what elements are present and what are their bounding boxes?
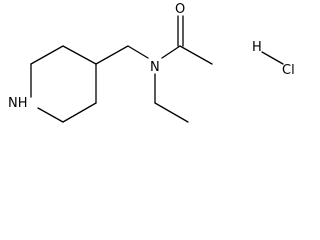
carbonyl-o-label: O [175,2,185,17]
salt-h-label: H [252,40,262,55]
ring-bond-c3-c2 [30,45,64,65]
ring-bond-c4-c3 [62,45,97,65]
bond-n-carbonyl-c [161,45,181,59]
bond-ethyl-ch3 [154,102,189,123]
bond-ch2-n [127,45,149,59]
salt-cl-label: Cl [282,63,295,78]
piperidine-ring [30,45,97,123]
bond-carbonyl-methyl [179,45,213,65]
bond-h-cl [261,51,284,65]
amide-n-label: N [150,60,160,75]
chemical-structure: NH N O H Cl [8,2,295,123]
amine-nh-label: NH [8,96,28,111]
bond-ring-ch2 [95,45,129,65]
ring-bond-n-c6 [37,107,64,123]
ring-bond-c6-c5 [62,102,97,123]
